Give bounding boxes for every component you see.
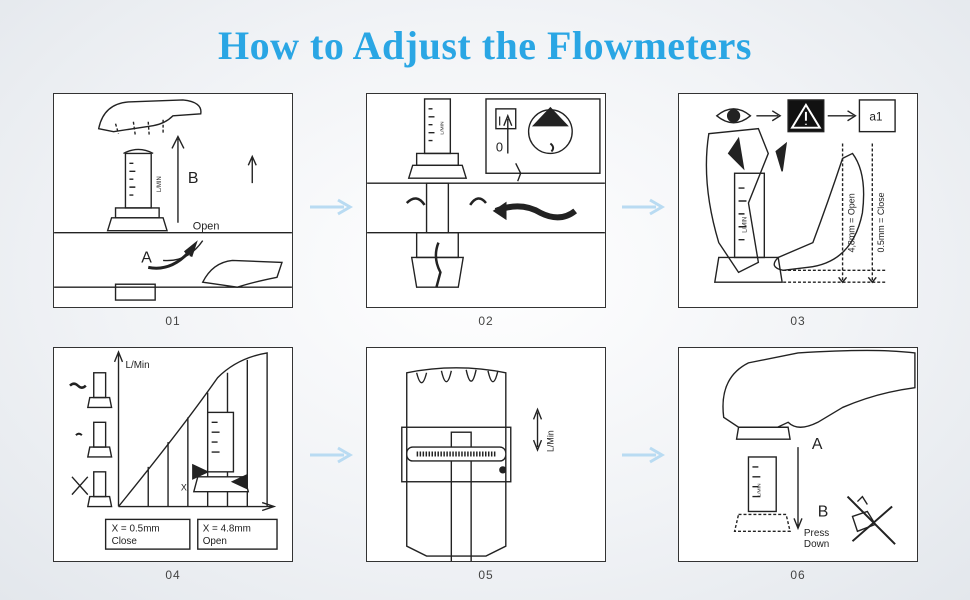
step-01-tube-label: L/MIN bbox=[157, 176, 163, 192]
step-06-label-b: B bbox=[818, 503, 829, 520]
step-01-illustration: L/MIN B A Open bbox=[54, 99, 292, 301]
step-02-illustration: L/MIN I 0 bbox=[367, 98, 605, 288]
step-05-panel: L/Min bbox=[366, 347, 606, 562]
step-03-label-close: 0.5mm = Close bbox=[876, 192, 886, 252]
step-03-label-open: 4,8mm = Open bbox=[846, 193, 856, 252]
step-05-number: 05 bbox=[478, 568, 494, 582]
step-06-press-line1: Press bbox=[804, 528, 829, 539]
step-02-panel: L/MIN I 0 bbox=[366, 93, 606, 308]
step-06-illustration: L/MIN A B Press Down bbox=[722, 349, 916, 550]
step-02-tube-label: L/MIN bbox=[439, 121, 445, 135]
step-03-tube-label: L/MIN bbox=[742, 217, 748, 233]
step-06-label-a: A bbox=[812, 436, 823, 453]
step-06-panel: L/MIN A B Press Down bbox=[678, 347, 918, 562]
step-04-panel: L/Min X X = 0.5mm Close X = 4.8mm Open bbox=[53, 347, 293, 562]
step-04-box2-line2: Open bbox=[203, 536, 227, 547]
step-01-label-b: B bbox=[188, 170, 199, 187]
step-02-number: 02 bbox=[478, 314, 494, 328]
step-06-tube-label: L/MIN bbox=[756, 483, 762, 497]
page-title: How to Adjust the Flowmeters bbox=[218, 23, 752, 68]
step-01-label-a: A bbox=[141, 249, 152, 266]
eye-icon bbox=[715, 108, 752, 124]
step-03-number: 03 bbox=[790, 314, 806, 328]
step-04-number: 04 bbox=[165, 568, 181, 582]
arrow-01-02 bbox=[310, 198, 353, 216]
step-04-box2-line1: X = 4.8mm bbox=[203, 523, 251, 534]
hand-icon bbox=[722, 349, 916, 432]
step-04-axis-label: L/Min bbox=[125, 360, 149, 371]
step-03-label-a1: a1 bbox=[869, 110, 883, 124]
step-06-number: 06 bbox=[790, 568, 806, 582]
step-04-illustration: L/Min X X = 0.5mm Close X = 4.8mm Open bbox=[69, 350, 278, 550]
step-02-label-o: 0 bbox=[496, 139, 503, 154]
flowmeter-icon bbox=[86, 372, 113, 508]
step-03-illustration: a1 4,8mm = Open 0.5mm = Close L/MIN bbox=[705, 99, 896, 284]
step-05-axis-label: L/Min bbox=[545, 430, 555, 452]
arrow-02-03 bbox=[622, 198, 665, 216]
arrow-04-05 bbox=[310, 446, 353, 464]
step-04-x-mark: X bbox=[181, 483, 187, 493]
arrow-05-06 bbox=[622, 446, 665, 464]
step-02-label-i: I bbox=[498, 114, 502, 129]
step-01-label-open: Open bbox=[193, 221, 220, 233]
step-05-illustration: L/Min bbox=[401, 367, 555, 561]
step-04-box1-line2: Close bbox=[112, 536, 138, 547]
step-01-number: 01 bbox=[165, 314, 181, 328]
no-disassemble-icon bbox=[846, 495, 896, 545]
step-06-press-line2: Down bbox=[804, 539, 829, 550]
step-03-panel: a1 4,8mm = Open 0.5mm = Close L/MIN bbox=[678, 93, 918, 308]
step-04-box1-line1: X = 0.5mm bbox=[112, 523, 160, 534]
step-01-panel: L/MIN B A Open bbox=[53, 93, 293, 308]
